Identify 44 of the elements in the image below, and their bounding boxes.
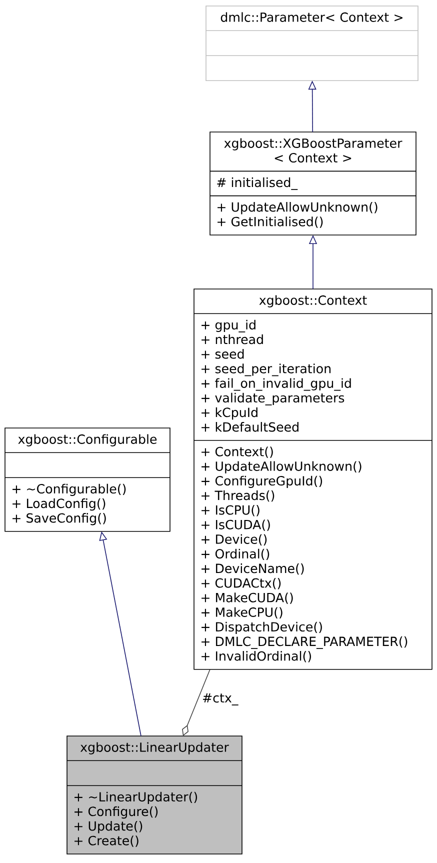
member-text: + Device() bbox=[202, 534, 267, 546]
member-text: + Ordinal() bbox=[202, 548, 270, 560]
member-text: + Update() bbox=[74, 821, 142, 834]
member-text: + ~Configurable() bbox=[12, 484, 126, 496]
member-text: + MakeCPU() bbox=[202, 607, 282, 618]
class-name: xgboost::XGBoostParameter < Context > bbox=[224, 138, 402, 163]
member-text: + SaveConfig() bbox=[12, 513, 106, 526]
member-text: + Create() bbox=[74, 836, 138, 847]
member-text: + seed bbox=[202, 349, 244, 359]
member-text: + Context() bbox=[202, 446, 273, 458]
member-text: + CUDACtx() bbox=[202, 578, 281, 590]
member-text: + DMLC_DECLARE_PARAMETER() bbox=[202, 636, 408, 649]
member-text: + kCpuId bbox=[202, 407, 258, 420]
member-text: + nthread bbox=[202, 334, 263, 344]
member-text: + InvalidOrdinal() bbox=[202, 651, 311, 662]
member-text: + Configure() bbox=[74, 806, 158, 819]
member-text: + validate_parameters bbox=[202, 392, 344, 406]
member-text: + DeviceName() bbox=[202, 563, 304, 575]
class-box bbox=[194, 288, 432, 670]
class-name: xgboost::LinearUpdater bbox=[80, 742, 229, 754]
member-text: + GetInitialised() bbox=[218, 216, 323, 228]
class-box bbox=[206, 6, 418, 81]
class-box bbox=[4, 428, 170, 532]
member-text: + ~LinearUpdater() bbox=[74, 792, 198, 804]
class-name: xgboost::Context bbox=[259, 295, 367, 308]
member-text: + Threads() bbox=[202, 490, 274, 502]
member-text: + IsCUDA() bbox=[202, 520, 270, 531]
class-name: xgboost::Configurable bbox=[18, 434, 157, 446]
member-text: # initialised_ bbox=[217, 177, 298, 190]
member-text: + MakeCUDA() bbox=[202, 592, 293, 604]
member-text: + DispatchDevice() bbox=[202, 622, 322, 634]
member-text: + UpdateAllowUnknown() bbox=[218, 202, 378, 214]
member-text: + seed_per_iteration bbox=[202, 364, 330, 376]
member-text: + IsCPU() bbox=[202, 505, 260, 516]
member-text: + UpdateAllowUnknown() bbox=[202, 461, 362, 474]
class-box bbox=[210, 132, 416, 236]
class-name: dmlc::Parameter< Context > bbox=[220, 12, 402, 22]
member-text: + kDefaultSeed bbox=[202, 422, 298, 432]
member-text: + LoadConfig() bbox=[12, 498, 106, 511]
class-box bbox=[66, 736, 242, 854]
member-text: + gpu_id bbox=[202, 320, 256, 332]
member-text: + ConfigureGpuId() bbox=[202, 476, 322, 488]
edge-label: #ctx_ bbox=[201, 692, 240, 706]
member-text: + fail_on_invalid_gpu_id bbox=[202, 378, 351, 391]
